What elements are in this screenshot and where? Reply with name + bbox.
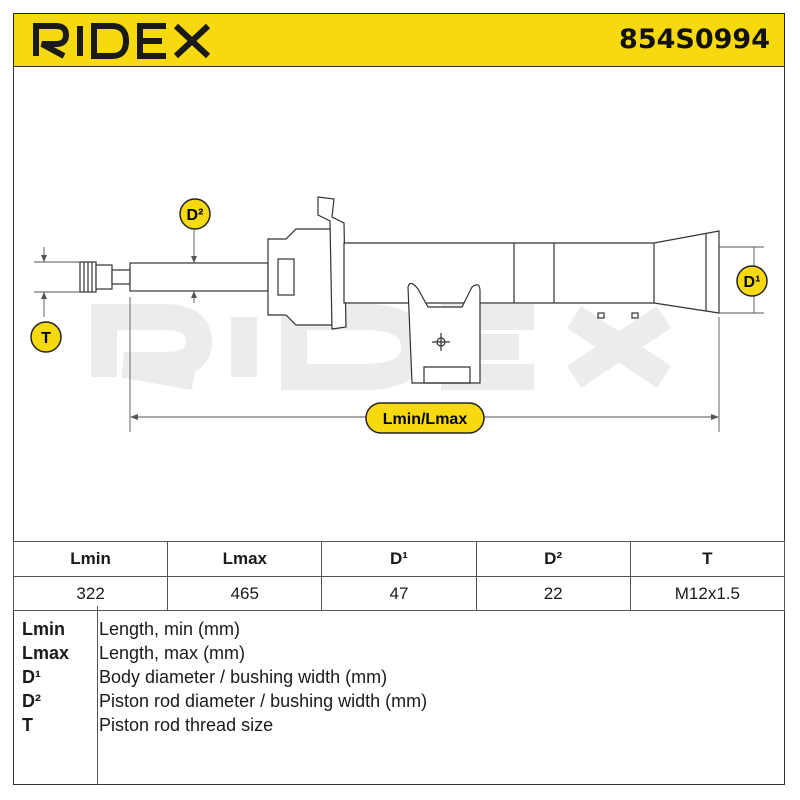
legend-desc: Body diameter / bushing width (mm) [99,667,388,687]
spec-value-row: 322 465 47 22 M12x1.5 [12,576,786,611]
col-header-d2: D² [475,541,631,577]
content-frame [13,66,785,785]
piston-rod [129,262,269,292]
legend-key: T [22,715,33,735]
value-d1: 47 [321,576,477,611]
spec-header-row: Lmin Lmax D¹ D² T [12,541,786,577]
value-t: M12x1.5 [629,576,786,611]
legend-key: D² [22,691,41,711]
header-bar: 854S0994 [13,13,785,67]
label-t: T [30,321,62,353]
svg-text:D¹: D¹ [744,274,761,291]
legend-divider [97,606,98,785]
legend-key: D¹ [22,667,41,687]
damper-body [343,230,720,314]
legend-key: Lmin [22,619,65,639]
svg-text:Lmin/Lmax: Lmin/Lmax [383,411,468,428]
label-d1: D¹ [736,265,768,297]
col-header-lmin: Lmin [12,541,169,577]
value-d2: 22 [475,576,631,611]
col-header-t: T [629,541,786,577]
legend-desc: Length, min (mm) [99,619,241,639]
legend-item: Lmin Length, min (mm) [13,619,785,643]
watermark-logo [91,304,672,390]
shock-absorber-drawing: D² T D¹ Lmin/Lmax [30,196,768,434]
col-header-d1: D¹ [321,541,477,577]
spring-seat [317,196,347,330]
part-number: 854S0994 [619,24,770,55]
legend-item: Lmax Length, max (mm) [13,643,785,667]
spec-table: Lmin Lmax D¹ D² T 322 465 47 22 M12x1.5 [12,541,786,611]
ridex-logo [33,23,211,59]
label-length: Lmin/Lmax [365,402,485,434]
legend-item: D¹ Body diameter / bushing width (mm) [13,667,785,691]
col-header-lmax: Lmax [167,541,323,577]
legend-desc: Piston rod thread size [99,715,274,735]
label-d2: D² [179,198,211,230]
svg-text:D²: D² [187,207,204,224]
legend-desc: Piston rod diameter / bushing width (mm) [99,691,428,711]
legend-desc: Length, max (mm) [99,643,246,663]
value-lmax: 465 [167,576,323,611]
legend-key: Lmax [22,643,70,663]
legend-item: D² Piston rod diameter / bushing width (… [13,691,785,715]
value-lmin: 322 [12,576,169,611]
svg-text:T: T [41,330,51,347]
knuckle-bracket [407,282,481,384]
legend: Lmin Length, min (mm) Lmax Length, max (… [13,606,785,785]
legend-item: T Piston rod thread size [13,715,785,739]
